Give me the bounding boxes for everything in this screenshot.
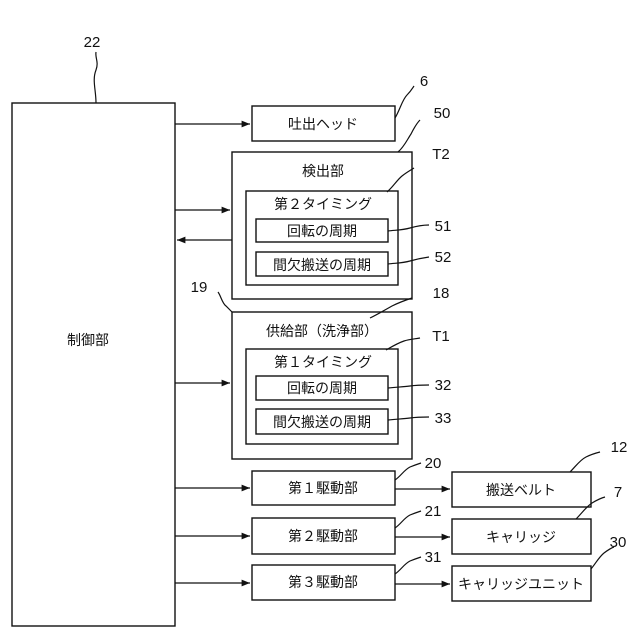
carriage-unit-label: キャリッジユニット	[458, 577, 584, 593]
leader-6	[395, 86, 414, 118]
detection-unit-label: 検出部	[302, 164, 344, 180]
ref-22: 22	[84, 34, 101, 51]
ref-12: 12	[611, 439, 628, 456]
interval-period1-label: 間欠搬送の周期	[273, 415, 371, 431]
supply-unit-label: 供給部（洗浄部）	[266, 324, 378, 340]
ref-52: 52	[435, 249, 452, 266]
ref-T2: T2	[432, 146, 450, 163]
rotation-period2-label: 回転の周期	[287, 224, 357, 240]
drive2-label: 第２駆動部	[288, 528, 358, 545]
ref-21: 21	[425, 503, 442, 520]
ref-33: 33	[435, 410, 452, 427]
drive1-label: 第１駆動部	[288, 480, 358, 497]
control-unit-box	[12, 103, 175, 626]
leader-12	[570, 452, 600, 472]
interval-period2-label: 間欠搬送の周期	[273, 258, 371, 274]
transport-belt-label: 搬送ベルト	[486, 483, 556, 499]
ref-20: 20	[425, 455, 442, 472]
ref-51: 51	[435, 218, 452, 235]
drive3-label: 第３駆動部	[288, 574, 358, 591]
carriage-label: キャリッジ	[486, 530, 556, 546]
rotation-period1-label: 回転の周期	[287, 381, 357, 397]
ref-31: 31	[425, 549, 442, 566]
timing1-label: 第１タイミング	[274, 354, 372, 371]
discharge-head-label: 吐出ヘッド	[288, 117, 358, 133]
leader-50	[398, 120, 420, 152]
ref-30: 30	[610, 534, 627, 551]
ref-7: 7	[614, 484, 622, 501]
timing2-label: 第２タイミング	[274, 196, 372, 213]
ref-6: 6	[420, 73, 428, 90]
ref-18: 18	[433, 285, 450, 302]
leader-22	[94, 52, 97, 103]
ref-50: 50	[434, 105, 451, 122]
leader-21	[395, 511, 421, 528]
leader-31	[395, 557, 421, 574]
leader-19	[218, 292, 232, 312]
control-unit-label: 制御部	[67, 333, 109, 349]
ref-19: 19	[191, 279, 208, 296]
leader-20	[395, 463, 421, 480]
ref-T1: T1	[432, 328, 450, 345]
ref-32: 32	[435, 377, 452, 394]
